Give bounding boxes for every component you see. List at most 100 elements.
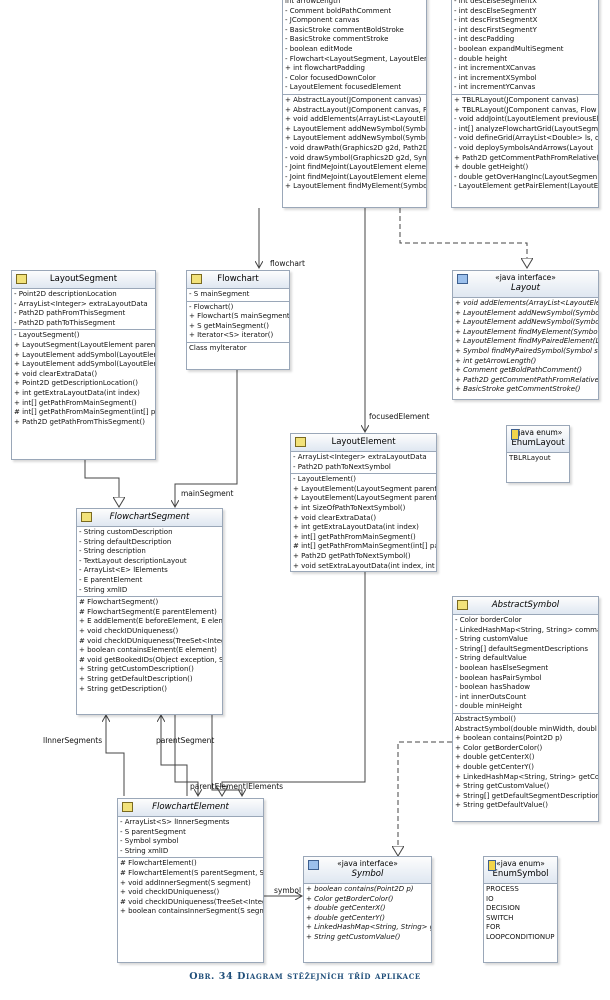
class-member: - LinkedHashMap<String, String> commar: [455, 625, 598, 634]
assoc-inner-segments: [106, 715, 125, 796]
class-member: - Comment boldPathComment: [285, 6, 392, 15]
assoc-lelements: [211, 715, 242, 796]
realize-symbol: [398, 741, 452, 856]
class-section: # FlowchartElement()# FlowchartElement(S…: [118, 858, 263, 918]
class-member: - int descElseSegmentX: [454, 0, 537, 5]
enum-icon: [488, 860, 496, 871]
class-member: DECISION: [486, 904, 521, 913]
class-member: + boolean containsInnerSegment(S segme: [120, 907, 263, 916]
class-flowchart-segment: FlowchartSegment - String customDescripti…: [76, 508, 223, 715]
class-member: - void drawPath(Graphics2D g2d, Path2D: [285, 143, 426, 152]
class-member: + LayoutElement findMyElement(Symbol s: [285, 182, 426, 191]
class-section: - Flowchart()+ Flowchart(S mainSegment)+…: [187, 302, 289, 343]
label-parent-segment: parentSegment: [156, 736, 215, 745]
class-layout-interface: «java interface»Layout+ void addElements…: [452, 270, 599, 400]
class-member: + double getHeight(): [454, 163, 529, 172]
class-header: «java interface»Layout: [453, 271, 598, 298]
class-member: - Joint findMeJoint(LayoutElement elemen: [285, 163, 426, 172]
class-member: # FlowchartSegment(E parentElement): [79, 607, 217, 616]
class-member: # FlowchartSegment(): [79, 598, 159, 607]
class-member: + boolean contains(Point2D p): [455, 734, 563, 743]
class-member: - JComponent canvas: [285, 16, 360, 25]
class-member: - LayoutElement getPairElement(LayoutEle: [454, 182, 598, 191]
gen-layoutelement: [222, 572, 366, 796]
class-member: + int[] getPathFromMainSegment(): [293, 532, 416, 541]
class-member: - int descFirstSegmentY: [454, 25, 537, 34]
class-member: + String getDescription(): [79, 684, 168, 693]
class-member: - Flowchart(): [189, 302, 234, 311]
class-member: + int getExtraLayoutData(int index): [14, 388, 140, 397]
class-member: + LayoutElement findMyElement(Symbo: [455, 327, 598, 336]
class-member: + String getDefaultValue(): [455, 801, 548, 810]
class-member: TBLRLayout: [509, 454, 551, 462]
class-member: - ArrayList<S> lInnerSegments: [120, 818, 230, 826]
class-member: int arrowLength: [285, 0, 341, 5]
class-member: + void addElements(ArrayList<LayoutEle: [285, 115, 426, 124]
class-layout-segment: LayoutSegment- Point2D descriptionLocati…: [11, 270, 156, 460]
class-member: - double getOverHangInc(LayoutSegmen: [454, 172, 598, 181]
class-name: EnumSymbol: [492, 869, 549, 879]
class-icon: [191, 274, 202, 284]
class-member: - Path2D pathToNextSymbol: [293, 462, 391, 471]
label-flowchart: flowchart: [270, 259, 305, 268]
class-member: + LayoutElement addNewSymbol(Symbo: [455, 318, 598, 327]
class-abstract-symbol: AbstractSymbol - Color borderColor- Linke…: [452, 596, 599, 822]
class-member: + Color getBorderColor(): [455, 743, 543, 752]
class-member: + E addElement(E beforeElement, E eleme: [79, 617, 222, 626]
interface-icon: [457, 274, 468, 284]
class-member: - int innerOutsCount: [455, 692, 527, 701]
class-section: - ArrayList<S> lInnerSegments- S parentS…: [118, 817, 263, 859]
class-section: - ArrayList<Integer> extraLayoutData- Pa…: [291, 452, 436, 475]
label-lelements: lElements: [246, 782, 284, 791]
class-member: - boolean expandMultiSegment: [454, 44, 564, 53]
class-name: FlowchartSegment: [109, 512, 190, 522]
class-name: Flowchart: [217, 274, 259, 284]
class-member: - LayoutSegment(): [14, 331, 80, 340]
class-section: - Color borderColor- LinkedHashMap<Strin…: [453, 615, 598, 714]
class-member: + Flowchart(S mainSegment): [189, 312, 289, 321]
class-member: + LayoutElement addSymbol(LayoutEleme: [14, 350, 155, 359]
class-member: + void clearExtraData(): [14, 369, 98, 378]
interface-icon: [308, 860, 319, 870]
class-header: AbstractSymbol: [453, 597, 598, 615]
class-header: FlowchartSegment: [77, 509, 222, 527]
class-member: - Joint findMeJoint(LayoutElement elemen: [285, 172, 426, 181]
class-member: - BasicStroke commentBoldStroke: [285, 25, 404, 34]
class-icon: [295, 437, 306, 447]
class-header: FlowchartElement: [118, 799, 263, 817]
class-member: + Comment getBoldPathComment(): [455, 366, 583, 375]
class-member: - void deploySymbolsAndArrows(Layout: [454, 143, 594, 152]
class-member: - int[] analyzeFlowchartGrid(LayoutSegm: [454, 124, 598, 133]
class-section: - String customDescription- String defau…: [77, 527, 222, 598]
class-member: + String getCustomDescription(): [79, 665, 194, 674]
class-member: - String defaultDescription: [79, 537, 172, 546]
class-section: + TBLRLayout(JComponent canvas)+ TBLRLay…: [452, 95, 598, 193]
class-stereotype: «java enum»: [513, 428, 563, 437]
class-member: Class mylterator: [189, 343, 247, 352]
class-member: + String getCustomValue(): [455, 782, 550, 791]
class-member: + int SizeOfPathToNextSymbol(): [293, 503, 406, 512]
class-member: + LayoutElement addNewSymbol(Symbol: [285, 134, 426, 143]
class-member: + LayoutElement(LayoutSegment parentS: [293, 484, 436, 493]
class-member: + void addInnerSegment(S segment): [120, 878, 251, 887]
class-name: Symbol: [351, 869, 384, 879]
class-member: - LayoutElement(): [293, 475, 356, 484]
class-member: - ArrayList<E> lElements: [79, 566, 168, 575]
class-member: - double minHeight: [455, 702, 523, 711]
label-focused-element: focusedElement: [369, 412, 430, 421]
class-stereotype: «java enum»: [496, 859, 545, 868]
label-inner-segments: lInnerSegments: [43, 736, 103, 745]
label-main-segment: mainSegment: [181, 489, 234, 498]
class-member: - String[] defaultSegmentDescriptions: [455, 644, 588, 653]
class-member: + AbstractLayout(JComponent canvas): [285, 95, 422, 104]
class-member: + LayoutElement addSymbol(LayoutEleme: [14, 360, 155, 369]
class-member: + double getCenterY(): [455, 762, 534, 771]
class-member: - String xmlID: [120, 846, 169, 855]
class-name: AbstractSymbol: [491, 600, 560, 610]
class-section: TBLRLayout: [507, 453, 569, 465]
class-header: LayoutSegment: [12, 271, 155, 289]
class-member: + boolean contains(Point2D p): [306, 885, 414, 893]
assoc-main-segment: [175, 370, 238, 507]
